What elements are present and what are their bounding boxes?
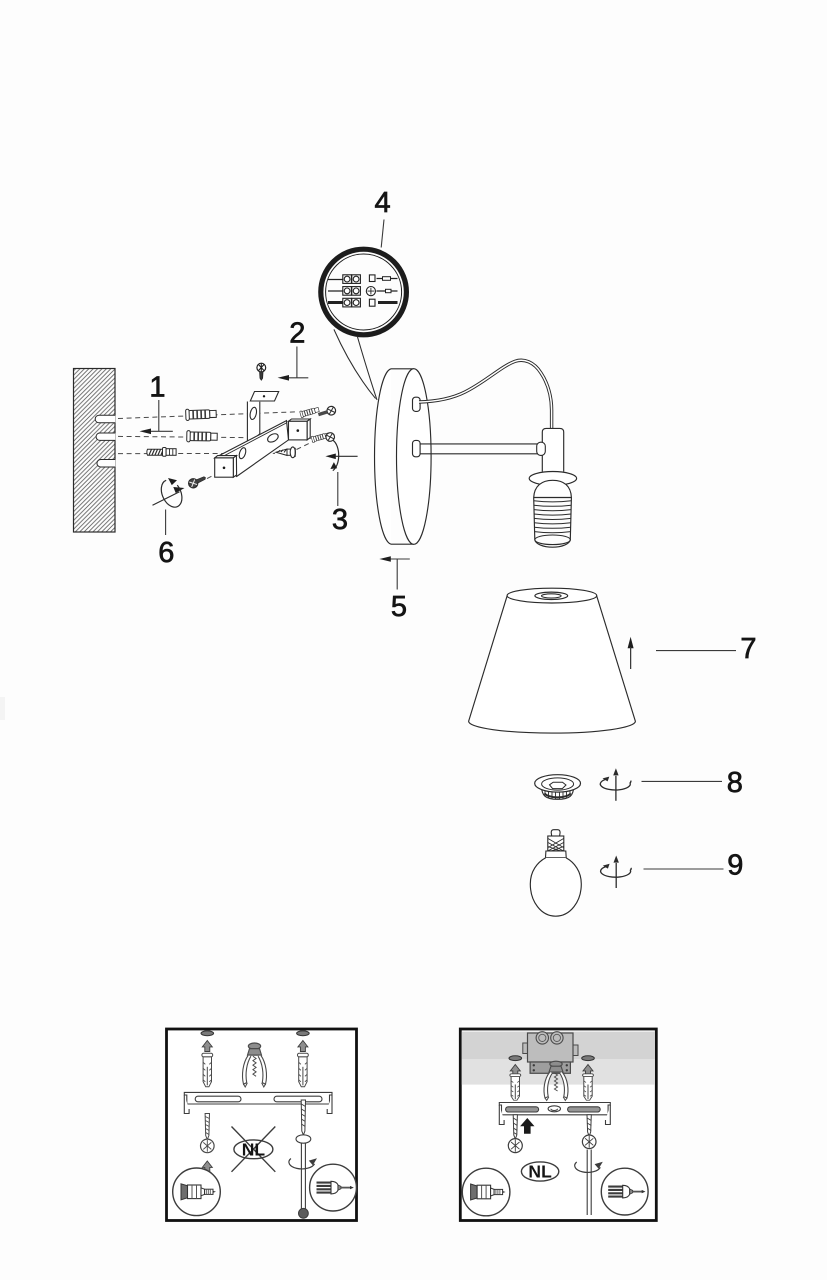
svg-text:4: 4 xyxy=(375,187,391,219)
svg-text:6: 6 xyxy=(158,537,174,569)
svg-text:8: 8 xyxy=(727,767,743,799)
svg-text:2: 2 xyxy=(289,318,305,350)
svg-text:1: 1 xyxy=(149,372,165,404)
svg-text:NL: NL xyxy=(242,1139,266,1159)
svg-text:3: 3 xyxy=(332,504,348,536)
svg-text:5: 5 xyxy=(391,591,407,623)
svg-text:7: 7 xyxy=(740,633,756,665)
svg-text:9: 9 xyxy=(727,850,743,882)
svg-text:NL: NL xyxy=(528,1162,552,1182)
